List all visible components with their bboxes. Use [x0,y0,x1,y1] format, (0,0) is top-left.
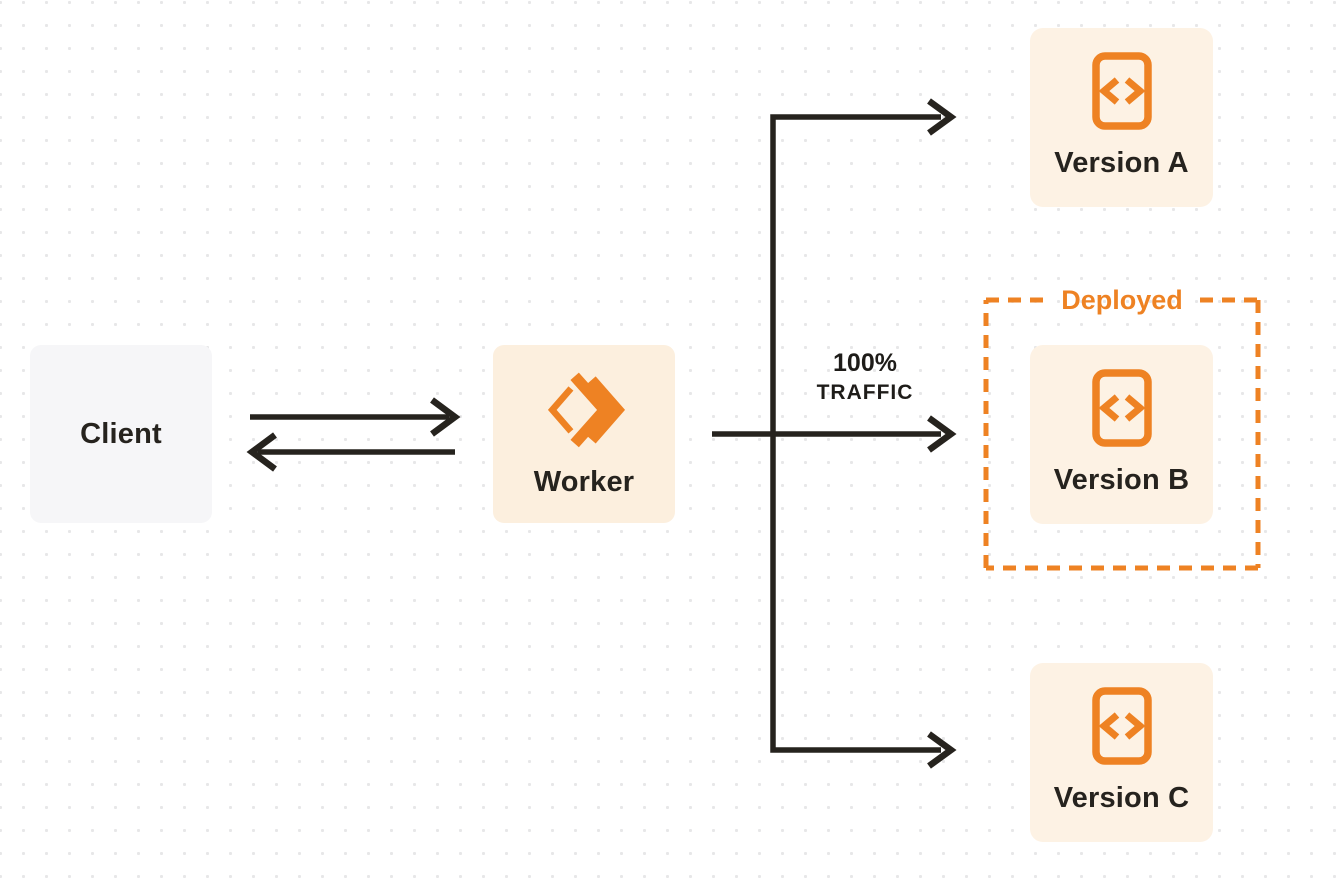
code-file-icon [1091,369,1152,452]
deployed-tag: Deployed [1061,285,1183,315]
code-file-icon [1091,52,1152,135]
version-a-node: Version A [1030,28,1213,207]
branch-trunk [770,114,941,753]
traffic-word: TRAFFIC [816,381,914,404]
workers-double-chevron-icon [542,365,626,458]
client-label: Client [80,417,162,450]
version-a-label: Version A [1054,147,1189,179]
worker-node: Worker [493,345,675,523]
traffic-percentage: 100% [833,349,897,377]
version-c-node: Version C [1030,663,1213,842]
code-file-icon [1091,687,1152,770]
traffic-annotation: 100% TRAFFIC [790,348,940,408]
version-c-label: Version C [1053,782,1190,814]
worker-label: Worker [533,466,635,498]
version-b-node: Version B [1030,345,1213,524]
arrowhead-version-c [927,731,957,769]
arrowhead-client-to-worker [430,397,461,437]
arrowhead-worker-to-client [246,432,277,472]
client-node: Client [30,345,212,523]
version-b-label: Version B [1053,464,1190,496]
arrowhead-version-b [927,415,957,453]
arrowhead-version-a [927,98,957,136]
